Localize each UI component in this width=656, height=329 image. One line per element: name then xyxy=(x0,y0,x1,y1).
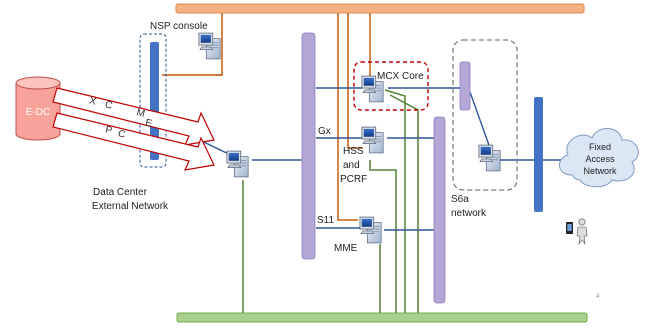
hss-pcrf-server-icon xyxy=(361,126,384,154)
s6a-region xyxy=(452,39,518,191)
edc-database xyxy=(15,76,61,141)
s6a-label-line2: network xyxy=(451,208,487,219)
epc-arrow xyxy=(52,112,215,171)
green-links xyxy=(242,89,419,313)
page-number: 4 xyxy=(596,294,600,300)
nsp-console-server-icon xyxy=(198,32,221,60)
data-center-label-line2: External Network xyxy=(92,201,169,212)
gx-label: Gx xyxy=(318,126,331,137)
mcx-core-region xyxy=(353,61,429,111)
edc-label: E-DC xyxy=(26,107,50,118)
fixed-access-label-line2: Access xyxy=(585,154,615,164)
hss-label-line1: HSS xyxy=(343,146,364,157)
arrow-letter-e: E xyxy=(144,117,153,129)
mobile-user-icon xyxy=(566,218,588,246)
s6a-server-icon xyxy=(478,144,501,172)
s6a-bar xyxy=(459,61,471,111)
arrow-letter-x: X xyxy=(88,95,97,107)
mme-server-icon xyxy=(359,216,382,244)
bottom-bus xyxy=(176,312,588,323)
gateway-server-icon xyxy=(226,150,249,178)
arrow-letter-c-lower: C xyxy=(117,128,127,140)
s6a-label-line1: S6a xyxy=(451,194,469,205)
core-bar-right xyxy=(433,116,446,304)
arrow-letter-c-upper: C xyxy=(104,99,114,111)
cloud-icon xyxy=(559,128,639,188)
access-bar xyxy=(534,97,543,212)
hss-label-line3: PCRF xyxy=(340,174,367,185)
fixed-access-label-line3: Network xyxy=(583,166,617,176)
data-center-region xyxy=(139,33,167,168)
hss-label-line2: and xyxy=(343,160,360,171)
mcx-core-label: MCX Core xyxy=(377,71,424,82)
fixed-access-label-line1: Fixed xyxy=(589,142,611,152)
s11-label: S11 xyxy=(317,215,334,226)
datacenter-bar xyxy=(150,42,159,160)
mme-label: MME xyxy=(334,243,358,254)
core-bar-left xyxy=(301,32,316,260)
data-center-label-line1: Data Center xyxy=(93,187,148,198)
arrow-letter-m: M xyxy=(135,107,146,120)
top-bus xyxy=(175,3,585,14)
nsp-console-label: NSP console xyxy=(150,21,208,32)
arrow-letter-p: P xyxy=(104,124,113,136)
orange-links xyxy=(162,13,371,221)
